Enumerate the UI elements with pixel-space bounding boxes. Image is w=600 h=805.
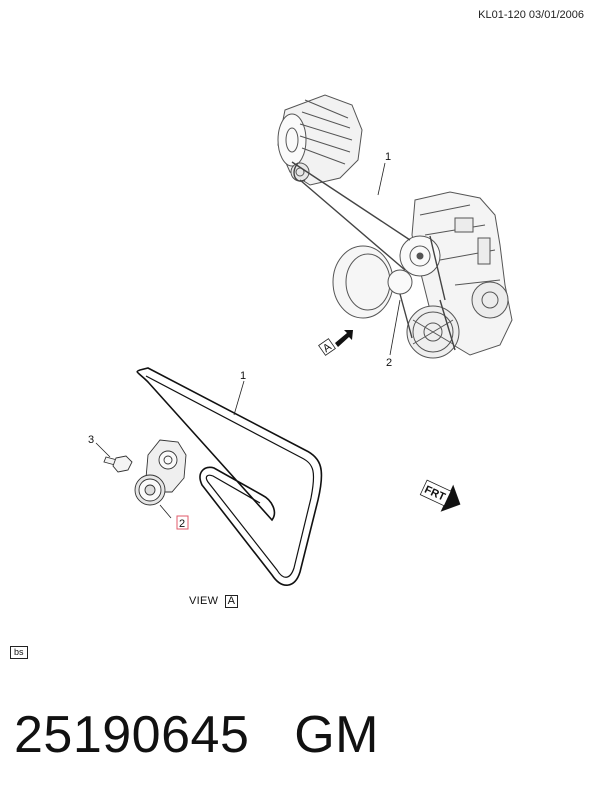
water-pump-pulley <box>399 235 441 277</box>
callout-belt-lower: 1 <box>240 370 246 382</box>
callout-bolt: 3 <box>88 434 94 446</box>
tensioner-pulley-installed <box>387 269 413 295</box>
crankshaft-pulley <box>406 305 460 359</box>
callout-tensioner-lower: 2 <box>179 518 185 530</box>
callout-tensioner-upper: 2 <box>386 357 392 369</box>
engine-assembly <box>277 94 513 359</box>
view-caption-label: VIEW <box>189 595 219 607</box>
view-caption: VIEW A <box>189 595 239 608</box>
code-tag: bs <box>10 646 28 659</box>
tensioner-bolt <box>103 455 133 473</box>
alternator <box>277 94 363 186</box>
front-arrow: FRT <box>419 479 461 512</box>
diagram-reference: KL01-120 03/01/2006 <box>478 9 584 21</box>
view-a-arrow: A <box>318 330 353 356</box>
drive-belt-installed <box>291 161 456 351</box>
highlight-box <box>176 515 189 530</box>
part-number: 25190645 <box>14 706 250 764</box>
serpentine-belt <box>136 367 323 586</box>
belt-tensioner <box>134 439 187 506</box>
idler-pulley <box>332 245 394 319</box>
part-identifier: 25190645 GM <box>14 705 379 765</box>
part-brand: GM <box>294 706 379 764</box>
callout-belt-upper: 1 <box>385 151 391 163</box>
view-caption-letter: A <box>224 595 239 608</box>
